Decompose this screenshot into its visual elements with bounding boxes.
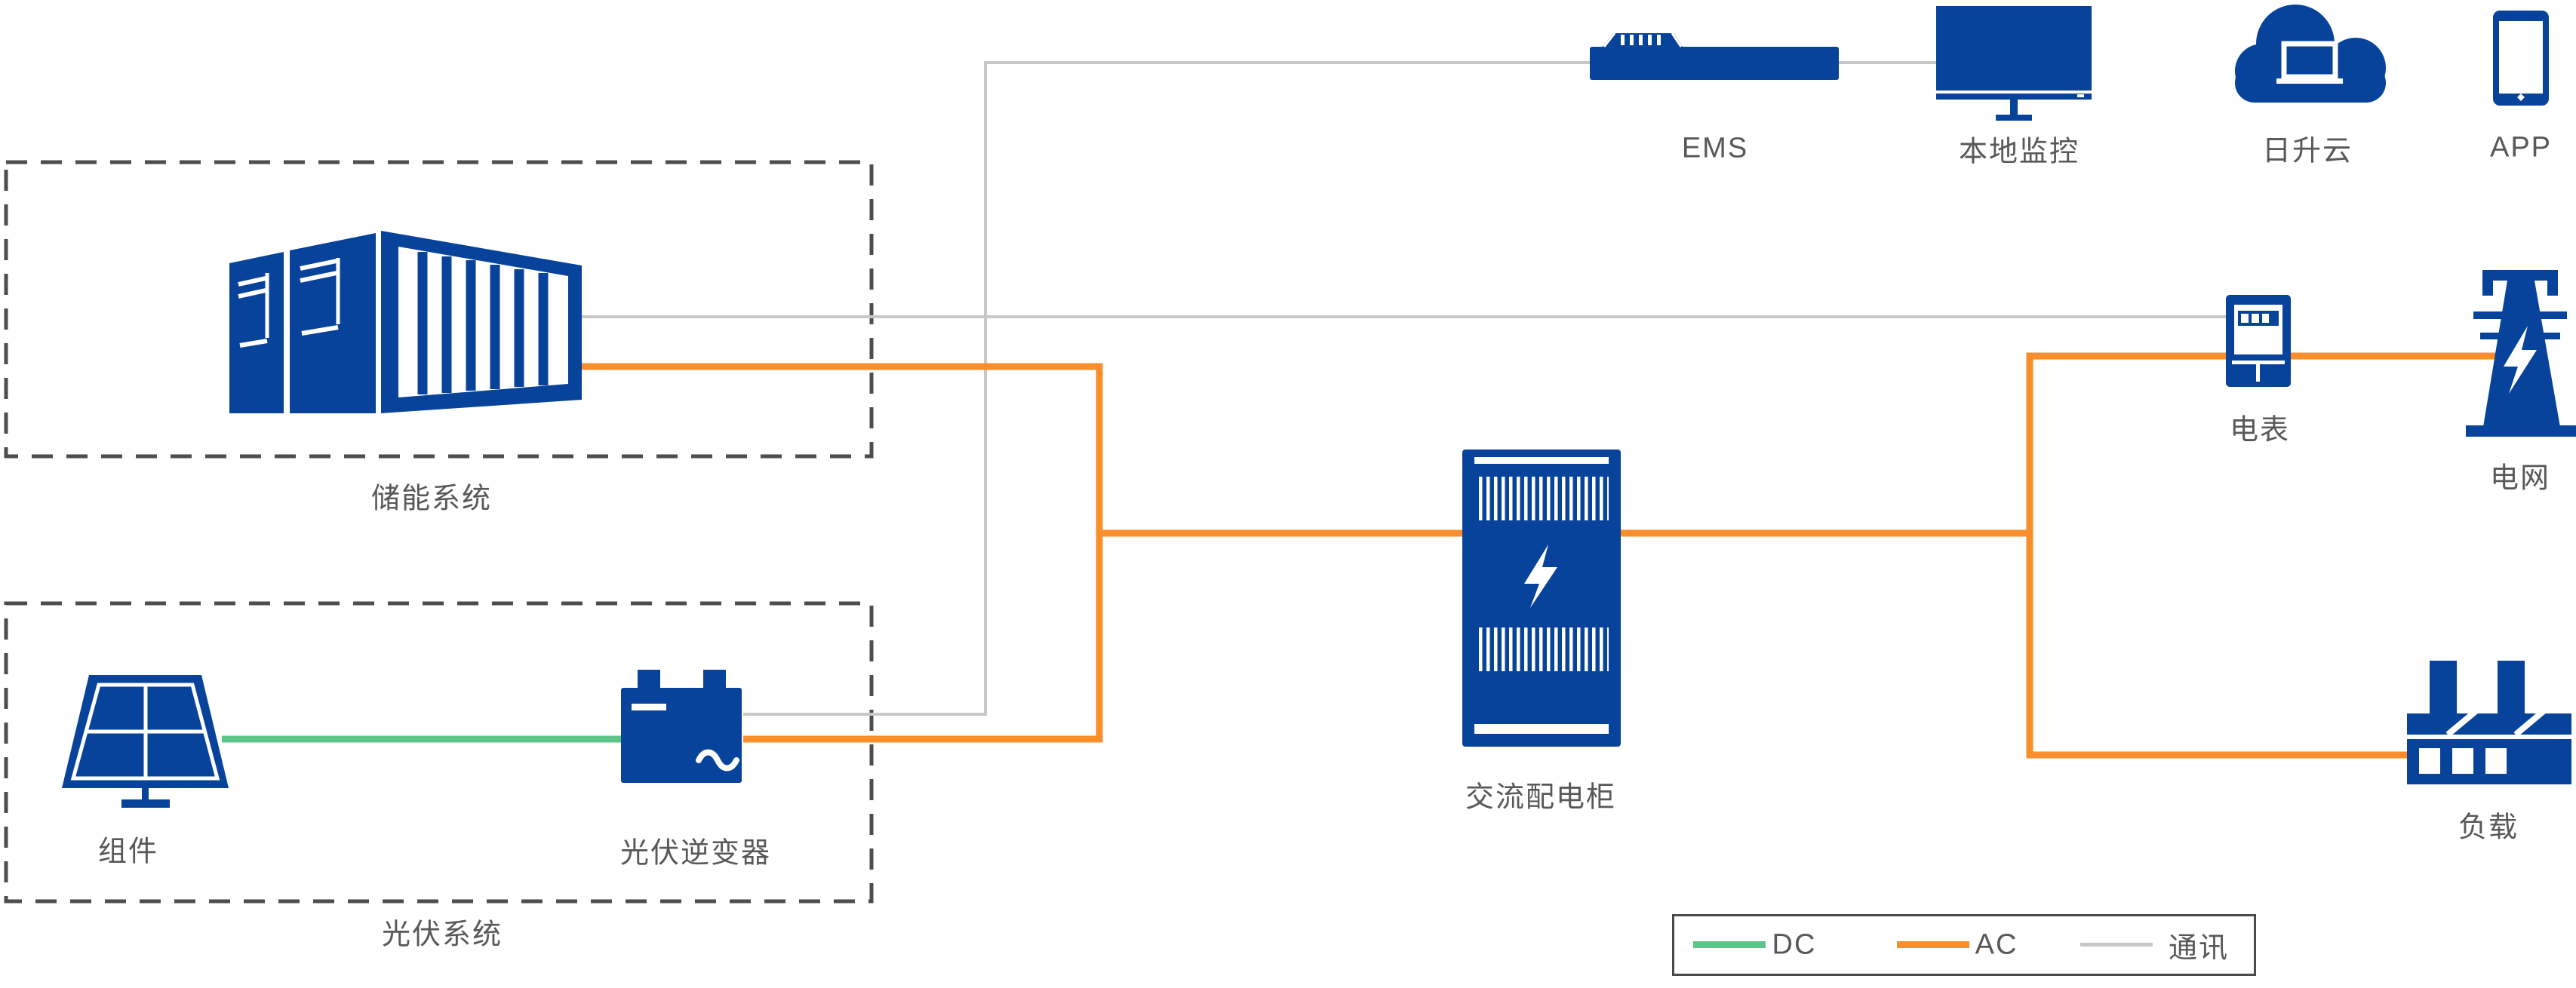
ems-device-icon <box>1590 32 1839 80</box>
meter-label: 电表 <box>2229 414 2291 446</box>
local-monitor-label: 本地监控 <box>1958 136 2080 168</box>
battery-container-icon <box>229 231 582 413</box>
ac-line-storage-inverter-bus <box>579 363 1103 743</box>
legend-ac-line-swatch <box>1897 941 1969 948</box>
ac-cabinet-label: 交流配电柜 <box>1465 781 1617 814</box>
legend-dc-label: DC <box>1772 928 1817 961</box>
storage-system-group-box <box>4 160 874 459</box>
ems-label: EMS <box>1681 132 1749 164</box>
pv-inverter-label: 光伏逆变器 <box>619 837 772 870</box>
transmission-tower-icon <box>2466 270 2576 437</box>
energy-meter-icon <box>2226 295 2291 387</box>
comm-line-inverter-to-ems <box>743 61 1598 716</box>
comm-lines <box>579 61 2232 716</box>
inverter-icon <box>621 670 742 783</box>
distribution-cabinet-icon <box>1462 450 1621 747</box>
monitor-icon <box>1936 6 2092 121</box>
legend-comm-label: 通讯 <box>2168 932 2230 965</box>
storage-system-label: 储能系统 <box>370 483 493 515</box>
risen-cloud-label: 日升云 <box>2261 135 2353 167</box>
cloud-icon <box>2235 5 2386 103</box>
module-label: 组件 <box>97 836 159 868</box>
solar-panel-icon <box>62 675 229 808</box>
pv-system-label: 光伏系统 <box>381 919 503 951</box>
legend-comm-line-swatch <box>2080 943 2153 947</box>
app-label: APP <box>2489 131 2553 164</box>
legend-ac-label: AC <box>1975 928 2018 961</box>
smartphone-icon <box>2493 11 2549 106</box>
pv-system-group-box <box>4 601 874 904</box>
factory-icon <box>2407 661 2571 784</box>
grid-label: 电网 <box>2489 462 2551 495</box>
legend-dc-line-swatch <box>1693 941 1766 948</box>
load-label: 负载 <box>2458 812 2519 844</box>
